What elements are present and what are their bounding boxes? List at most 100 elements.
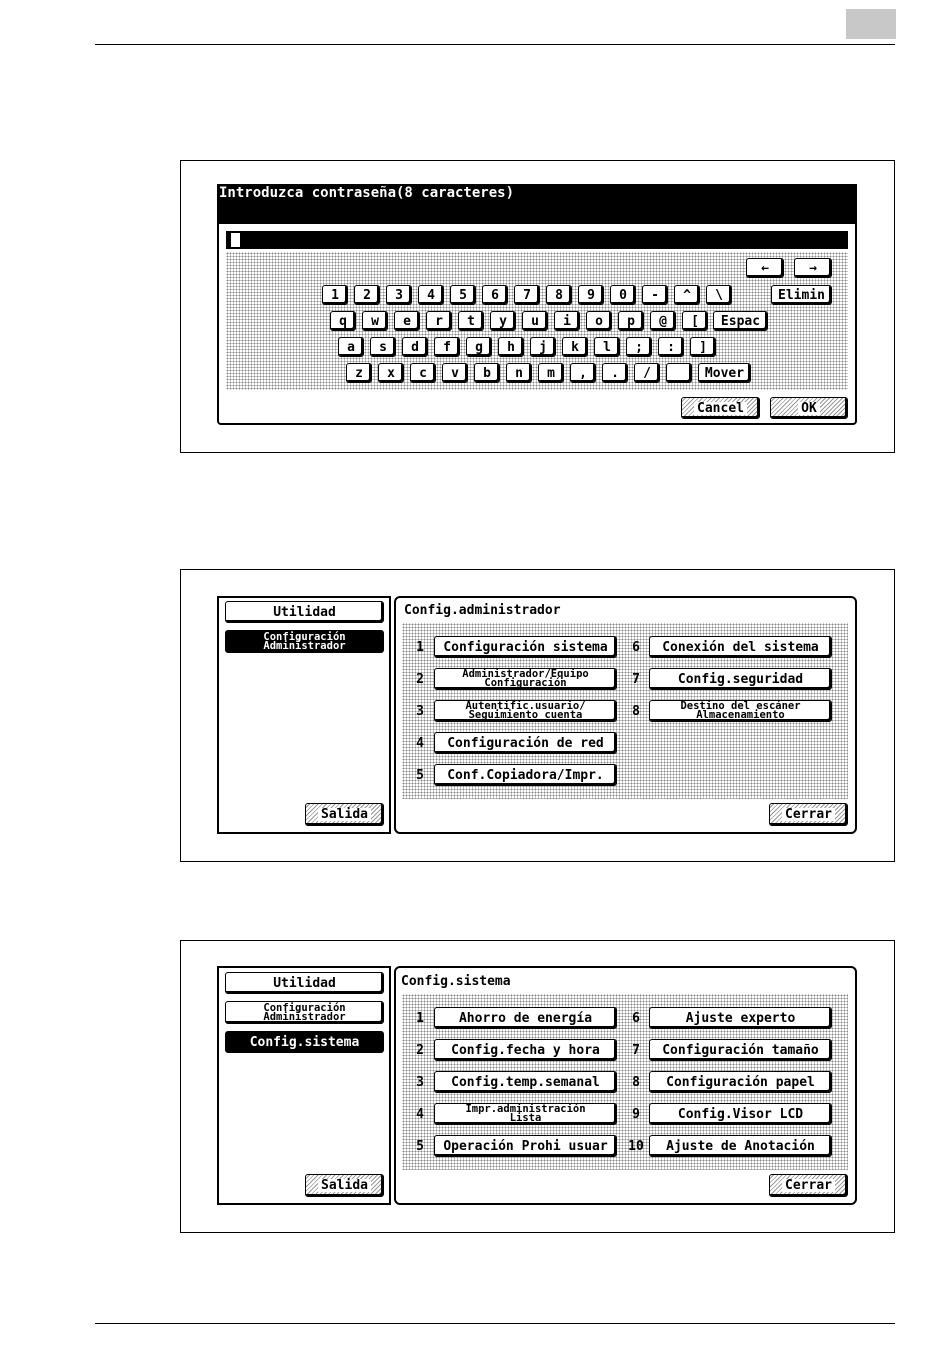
key-row1-6[interactable]: 7 [514,285,540,305]
side-utilidad-button[interactable]: Utilidad [225,972,384,994]
key-row1-4[interactable]: 5 [450,285,476,305]
shift-key[interactable]: Mover [698,363,751,383]
key-row2-4[interactable]: t [458,311,484,331]
key-row4-7[interactable]: , [570,363,596,383]
key-row2-10[interactable]: @ [650,311,676,331]
key-row1-9[interactable]: 0 [610,285,636,305]
menu-item-button-1[interactable]: Ahorro de energía [434,1007,617,1029]
key-row1-2[interactable]: 3 [386,285,412,305]
key-row4-3[interactable]: v [442,363,468,383]
side-config-admin-line1: Configuración [263,1001,346,1014]
menu-item-label: Administrador/Equipo [462,668,589,680]
menu-item-label: Impr.administración [465,1103,586,1115]
key-row3-1[interactable]: s [370,337,396,357]
key-row4-4[interactable]: b [474,363,500,383]
side-config-admin-button[interactable]: Configuración Administrador [225,630,384,653]
key-row2-2[interactable]: e [394,311,420,331]
cursor-left-key[interactable]: ← [746,258,784,278]
menu-item-button-3[interactable]: Config.temp.semanal [434,1071,617,1093]
menu-item-button-1[interactable]: Configuración sistema [434,636,617,658]
menu-item-number: 10 [628,1139,644,1154]
side-utilidad-button[interactable]: Utilidad [225,601,384,623]
close-button[interactable]: Cerrar [769,803,848,826]
key-row2-3[interactable]: r [426,311,452,331]
key-row2-9[interactable]: p [618,311,644,331]
close-label: Cerrar [782,1179,835,1192]
key-row4-6[interactable]: m [538,363,564,383]
key-row2-7[interactable]: i [554,311,580,331]
close-button[interactable]: Cerrar [769,1174,848,1197]
key-row4-5[interactable]: n [506,363,532,383]
menu-item-button-7[interactable]: Configuración tamaño [649,1039,832,1061]
menu-item-button-5[interactable]: Conf.Copiadora/Impr. [434,764,617,786]
key-row3-9[interactable]: ; [626,337,652,357]
key-row4-10[interactable] [666,363,692,383]
ok-label: OK [798,401,820,415]
key-row2-1[interactable]: w [362,311,388,331]
delete-key[interactable]: Elimin [771,285,832,305]
key-row4-1[interactable]: x [378,363,404,383]
key-row3-8[interactable]: l [594,337,620,357]
key-row2-6[interactable]: u [522,311,548,331]
key-row1-0[interactable]: 1 [322,285,348,305]
key-row1-10[interactable]: - [642,285,668,305]
key-row1-3[interactable]: 4 [418,285,444,305]
menu-item-button-6[interactable]: Conexión del sistema [649,636,832,658]
key-row3-11[interactable]: ] [690,337,716,357]
key-row3-5[interactable]: h [498,337,524,357]
key-row2-5[interactable]: y [490,311,516,331]
menu-item-label: Config.Visor LCD [677,1106,804,1122]
menu-item-button-5[interactable]: Operación Prohi usuar [434,1135,617,1157]
password-input[interactable] [226,231,848,249]
exit-button[interactable]: Salida [305,803,384,826]
menu-item-button-3[interactable]: Autentific.usuario/Seguimiento cuenta [434,700,617,722]
menu-item-button-9[interactable]: Config.Visor LCD [649,1103,832,1125]
key-row3-4[interactable]: g [466,337,492,357]
key-row4-9[interactable]: / [634,363,660,383]
cancel-button[interactable]: Cancel [681,397,760,419]
key-row4-0[interactable]: z [346,363,372,383]
menu-item-number: 7 [632,1043,640,1058]
exit-button[interactable]: Salida [305,1174,384,1197]
menu-item-button-8[interactable]: Configuración papel [649,1071,832,1093]
menu-item-button-6[interactable]: Ajuste experto [649,1007,832,1029]
menu-item-label-line2: Seguimiento cuenta [468,709,583,721]
key-row1-5[interactable]: 6 [482,285,508,305]
key-row2-11[interactable]: [ [682,311,708,331]
admin-page-title: Config.administrador [404,603,561,618]
key-row3-3[interactable]: f [434,337,460,357]
menu-item-number: 1 [416,640,424,655]
menu-item-number: 9 [632,1107,640,1122]
key-row1-11[interactable]: ^ [674,285,700,305]
key-row3-7[interactable]: k [562,337,588,357]
key-row4-2[interactable]: c [410,363,436,383]
key-row2-0[interactable]: q [330,311,356,331]
side-config-sistema-button[interactable]: Config.sistema [225,1031,384,1053]
key-row3-0[interactable]: a [338,337,364,357]
key-row1-12[interactable]: \ [706,285,732,305]
key-row3-2[interactable]: d [402,337,428,357]
key-row4-8[interactable]: . [602,363,628,383]
cursor-right-key[interactable]: → [794,258,832,278]
key-row3-10[interactable]: : [658,337,684,357]
menu-item-button-4[interactable]: Configuración de red [434,732,617,754]
close-label: Cerrar [782,808,835,821]
menu-item-label-line2: Configuración [484,677,567,689]
space-key[interactable]: Espac [713,311,768,331]
key-row3-6[interactable]: j [530,337,556,357]
menu-item-number: 5 [416,1139,424,1154]
key-row1-7[interactable]: 8 [546,285,572,305]
side-config-admin-button[interactable]: Configuración Administrador [225,1001,384,1024]
ok-button[interactable]: OK [770,397,848,419]
key-row2-8[interactable]: o [586,311,612,331]
menu-item-button-2[interactable]: Config.fecha y hora [434,1039,617,1061]
key-row1-8[interactable]: 9 [578,285,604,305]
menu-item-button-7[interactable]: Config.seguridad [649,668,832,690]
key-row1-1[interactable]: 2 [354,285,380,305]
menu-item-button-10[interactable]: Ajuste de Anotación [649,1135,832,1157]
menu-item-label: Configuración papel [666,1074,815,1090]
cancel-label: Cancel [694,401,747,415]
